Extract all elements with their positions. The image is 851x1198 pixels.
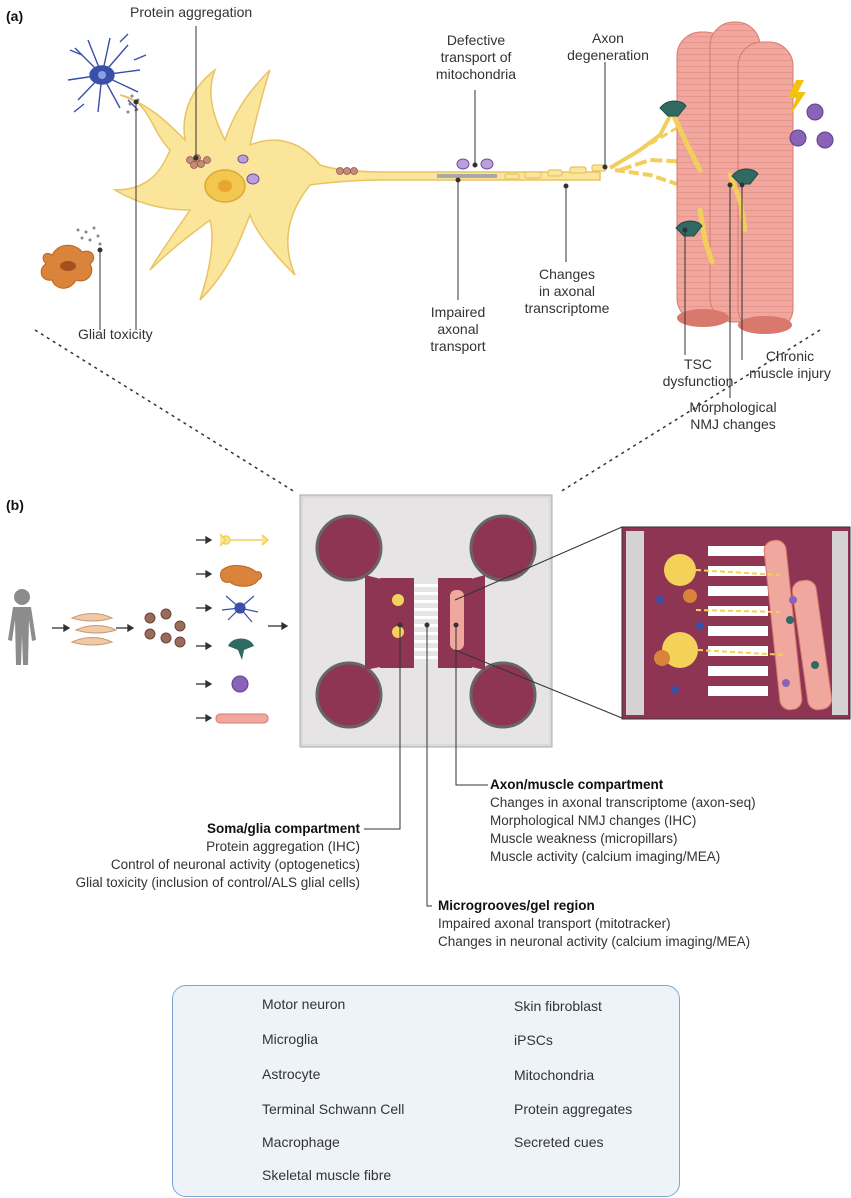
microgrooves-compartment: Microgrooves/gel region Impaired axonal …: [438, 898, 751, 949]
zoom-lines: [34, 329, 821, 493]
panel-b-label: (b): [6, 497, 24, 513]
terminal-schwann-cell-icon: [659, 100, 759, 237]
skeletal-muscle-fibres: [676, 21, 794, 334]
microfluidic-chip: [299, 494, 553, 748]
terminal-schwann-cell-icon: [228, 638, 254, 660]
flow-arrows: [52, 535, 289, 723]
soma-glia-compartment: Soma/glia compartment Protein aggregatio…: [40, 820, 360, 892]
zoomed-chip-view: [454, 526, 851, 720]
motor-neuron-icon: [219, 533, 270, 547]
nmj-terminals: [669, 109, 748, 265]
axon-muscle-compartment: Axon/muscle compartment Changes in axona…: [490, 777, 756, 864]
legend-skeletal-muscle: Skeletal muscle fibre: [262, 1167, 392, 1183]
legend-protein-aggregates: Protein aggregates: [514, 1101, 633, 1117]
ipscs-icon: [144, 608, 186, 648]
microglia-icon: [40, 244, 95, 289]
legend-box: [172, 985, 680, 1197]
label-defective-transport: Defective transport of mitochondria: [435, 32, 517, 82]
motor-neuron: [112, 67, 601, 301]
panel-a-label: (a): [6, 8, 24, 24]
label-chronic-injury: Chronic muscle injury: [749, 348, 831, 381]
label-tsc-dysfunction: TSC dysfunction: [662, 356, 734, 389]
legend-schwann-cell: Terminal Schwann Cell: [262, 1101, 405, 1117]
legend-skin-fibroblast: Skin fibroblast: [514, 998, 602, 1014]
microglia-icon: [219, 565, 263, 587]
legend-macrophage: Macrophage: [262, 1134, 340, 1150]
degenerating-axon: [504, 108, 731, 212]
soma-glia-title: Soma/glia compartment: [206, 821, 360, 836]
skin-fibroblast-icon: [70, 613, 118, 646]
label-axon-degeneration: Axon degeneration: [567, 30, 649, 63]
secreted-cues-icon: [76, 226, 102, 246]
transport-track: [437, 174, 497, 178]
microgrooves-title: Microgrooves/gel region: [438, 898, 595, 913]
injury-lightning-icon: [788, 80, 806, 116]
pointer-lines-a: [97, 26, 745, 398]
legend-ipscs: iPSCs: [514, 1032, 553, 1048]
macrophage-icon: [789, 103, 834, 149]
macrophage-icon: [231, 675, 249, 693]
label-impaired-transport: Impaired axonal transport: [430, 304, 486, 354]
legend-microglia: Microglia: [262, 1031, 319, 1047]
label-changes-transcriptome: Changes in axonal transcriptome: [524, 266, 610, 316]
axon-muscle-title: Axon/muscle compartment: [490, 777, 664, 792]
legend-secreted-cues: Secreted cues: [514, 1134, 604, 1150]
skeletal-muscle-fibre-icon: [215, 713, 269, 724]
label-protein-aggregation: Protein aggregation: [130, 4, 253, 20]
label-glial-toxicity: Glial toxicity: [78, 326, 153, 342]
compartment-pointers: [364, 625, 488, 907]
astrocyte-icon: [221, 595, 259, 623]
legend-astrocyte: Astrocyte: [262, 1066, 321, 1082]
human-figure-icon: [8, 589, 36, 665]
label-morphological-nmj: Morphological NMJ changes: [689, 399, 777, 432]
legend-mitochondria: Mitochondria: [514, 1067, 595, 1083]
astrocyte-icon: [67, 33, 147, 113]
mitochondria-icon: [237, 154, 494, 185]
legend-motor-neuron: Motor neuron: [262, 996, 346, 1012]
